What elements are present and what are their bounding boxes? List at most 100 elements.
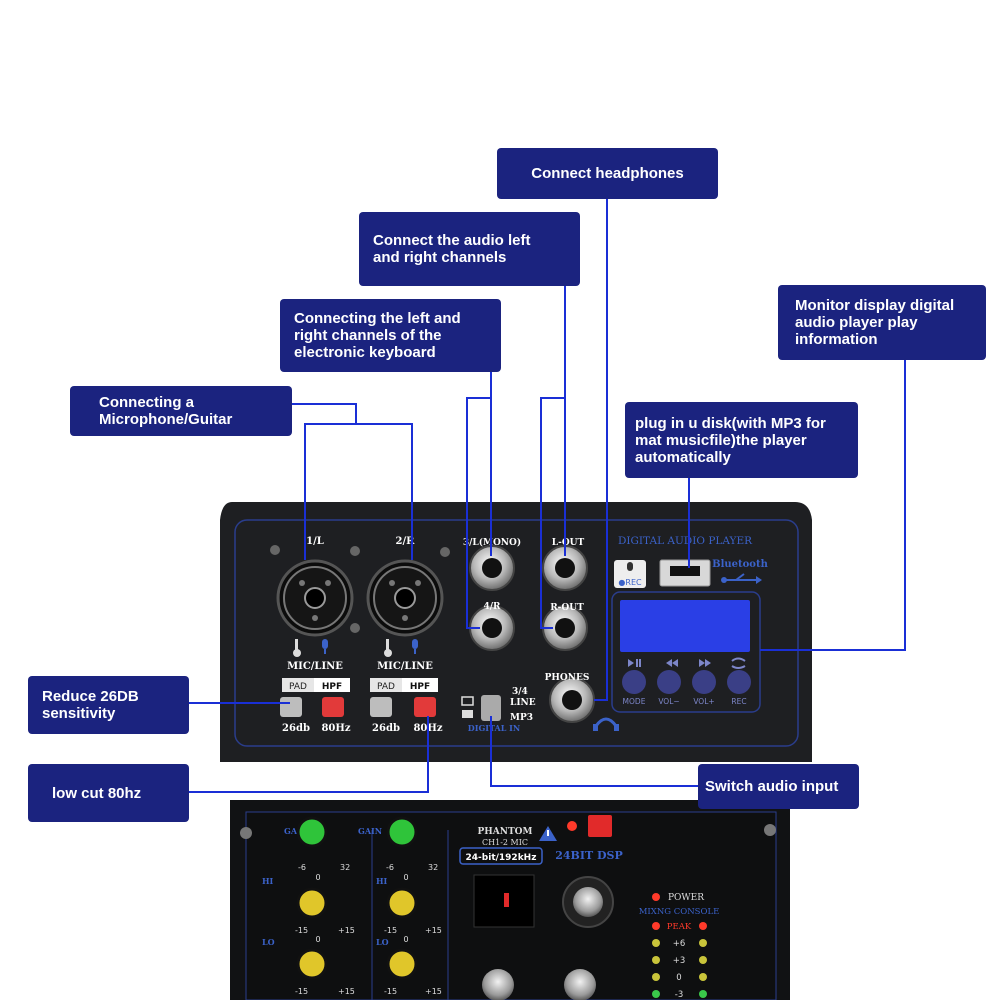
pad-value-1: 26db — [282, 723, 310, 734]
peak-led-left — [652, 922, 660, 930]
pad-tag-2 — [370, 678, 402, 692]
ch2-label: 2/R — [396, 536, 416, 547]
jack-4r-label: 4/R — [483, 602, 501, 612]
mp3-icon — [462, 710, 473, 718]
usb-icon — [721, 573, 762, 584]
lo-max-1: +15 — [338, 987, 355, 996]
hi-knob-1[interactable] — [296, 887, 328, 919]
meter-led — [699, 990, 707, 998]
peak-led-right — [699, 922, 707, 930]
jack-phones[interactable] — [549, 677, 595, 723]
rec-button[interactable] — [727, 670, 751, 694]
screw-icon — [764, 824, 776, 836]
combo-jack-1[interactable] — [276, 559, 354, 637]
hi-min-1: -15 — [295, 926, 308, 935]
pad-tag-text-1: PAD — [289, 682, 307, 692]
vol-up-label: VOL+ — [693, 697, 714, 706]
pad-tag-1 — [282, 678, 314, 692]
power-label: POWER — [668, 893, 704, 903]
rec-badge-text: ●REC — [618, 578, 642, 587]
lo-zero-1: 0 — [315, 935, 320, 944]
gain-knob-2[interactable] — [386, 816, 418, 848]
pad-button-1[interactable] — [280, 697, 302, 717]
pad-value-2: 26db — [372, 723, 400, 734]
meter-led — [699, 956, 707, 964]
ch1-label: 1/L — [306, 536, 324, 547]
gain-max-2: 32 — [428, 863, 438, 872]
meter-label-0: 0 — [676, 973, 681, 983]
meter-label-p3: +3 — [673, 956, 686, 966]
hi-zero-2: 0 — [403, 873, 408, 882]
screw-icon — [270, 545, 280, 555]
guitar-icon — [293, 639, 301, 657]
jack-rout[interactable] — [542, 605, 588, 651]
lo-min-2: -15 — [384, 987, 397, 996]
lo-knob-1[interactable] — [296, 948, 328, 980]
hpf-value-1: 80Hz — [321, 723, 350, 734]
hpf-tag-2 — [402, 678, 438, 692]
mode-button-label: MODE — [623, 697, 646, 706]
screw-icon — [440, 547, 450, 557]
gain-min-1: -6 — [298, 863, 306, 872]
pad-button-2[interactable] — [370, 697, 392, 717]
gain-label-2: GAIN — [358, 826, 382, 836]
rout-label: R-OUT — [550, 603, 584, 613]
mode-button[interactable] — [622, 670, 646, 694]
phantom-led — [567, 821, 577, 831]
hpf-tag-text-2: HPF — [410, 682, 430, 692]
hi-knob-2[interactable] — [386, 887, 418, 919]
hi-max-1: +15 — [338, 926, 355, 935]
gain-max-1: 32 — [340, 863, 350, 872]
dsp-label: 24BIT DSP — [555, 849, 623, 862]
input-switch[interactable] — [481, 695, 501, 721]
lout-label: L-OUT — [552, 538, 585, 548]
dsp-select-knob-cap — [573, 887, 603, 917]
hi-min-2: -15 — [384, 926, 397, 935]
callout-audio-lr: Connect the audio left and right channel… — [359, 212, 580, 286]
gain-knob-1[interactable] — [296, 816, 328, 848]
mixing-console-label: MIXNG CONSOLE — [639, 907, 720, 917]
screw-icon — [240, 827, 252, 839]
phantom-button[interactable] — [588, 815, 612, 837]
pad-tag-text-2: PAD — [377, 682, 395, 692]
hi-label-1: HI — [262, 876, 274, 886]
warning-icon — [539, 826, 557, 841]
dap-frame — [611, 591, 761, 713]
play-pause-icon — [628, 659, 641, 667]
phantom-label: PHANTOM — [478, 827, 533, 837]
level-knob-4[interactable] — [564, 969, 596, 1000]
hpf-button-1[interactable] — [322, 697, 344, 717]
peak-label: PEAK — [667, 922, 692, 932]
hpf-button-2[interactable] — [414, 697, 436, 717]
callout-connect-headphones: Connect headphones — [497, 148, 718, 199]
level-knob-3[interactable] — [482, 969, 514, 1000]
lo-zero-2: 0 — [403, 935, 408, 944]
bluetooth-label: Bluetooth — [712, 559, 768, 570]
callout-switch-input: Switch audio input — [698, 764, 859, 809]
vol-down-button[interactable] — [657, 670, 681, 694]
lo-min-1: -15 — [295, 987, 308, 996]
meter-led — [652, 939, 660, 947]
jack-lout[interactable] — [542, 545, 588, 591]
hi-zero-1: 0 — [315, 873, 320, 882]
callout-pad: Reduce 26DB sensitivity — [28, 676, 189, 734]
microphone-icon — [627, 562, 633, 571]
prev-icon — [666, 659, 678, 667]
hpf-tag-1 — [314, 678, 350, 692]
mic-line-label-2: MIC/LINE — [377, 661, 433, 672]
lo-knob-2[interactable] — [386, 948, 418, 980]
guitar-icon — [384, 639, 392, 657]
repeat-icon — [731, 657, 746, 669]
mic-line-label-1: MIC/LINE — [287, 661, 343, 672]
vol-up-button[interactable] — [692, 670, 716, 694]
gain-label-1: GAIN — [284, 826, 308, 836]
callout-monitor: Monitor display digital audio player pla… — [778, 285, 986, 360]
line-icon — [461, 696, 474, 706]
bitrate-badge — [459, 847, 543, 865]
jack-4r[interactable] — [469, 605, 515, 651]
combo-jack-2[interactable] — [366, 559, 444, 637]
power-led — [652, 893, 660, 901]
hpf-tag-text-1: HPF — [322, 682, 342, 692]
usb-port[interactable] — [659, 559, 711, 587]
